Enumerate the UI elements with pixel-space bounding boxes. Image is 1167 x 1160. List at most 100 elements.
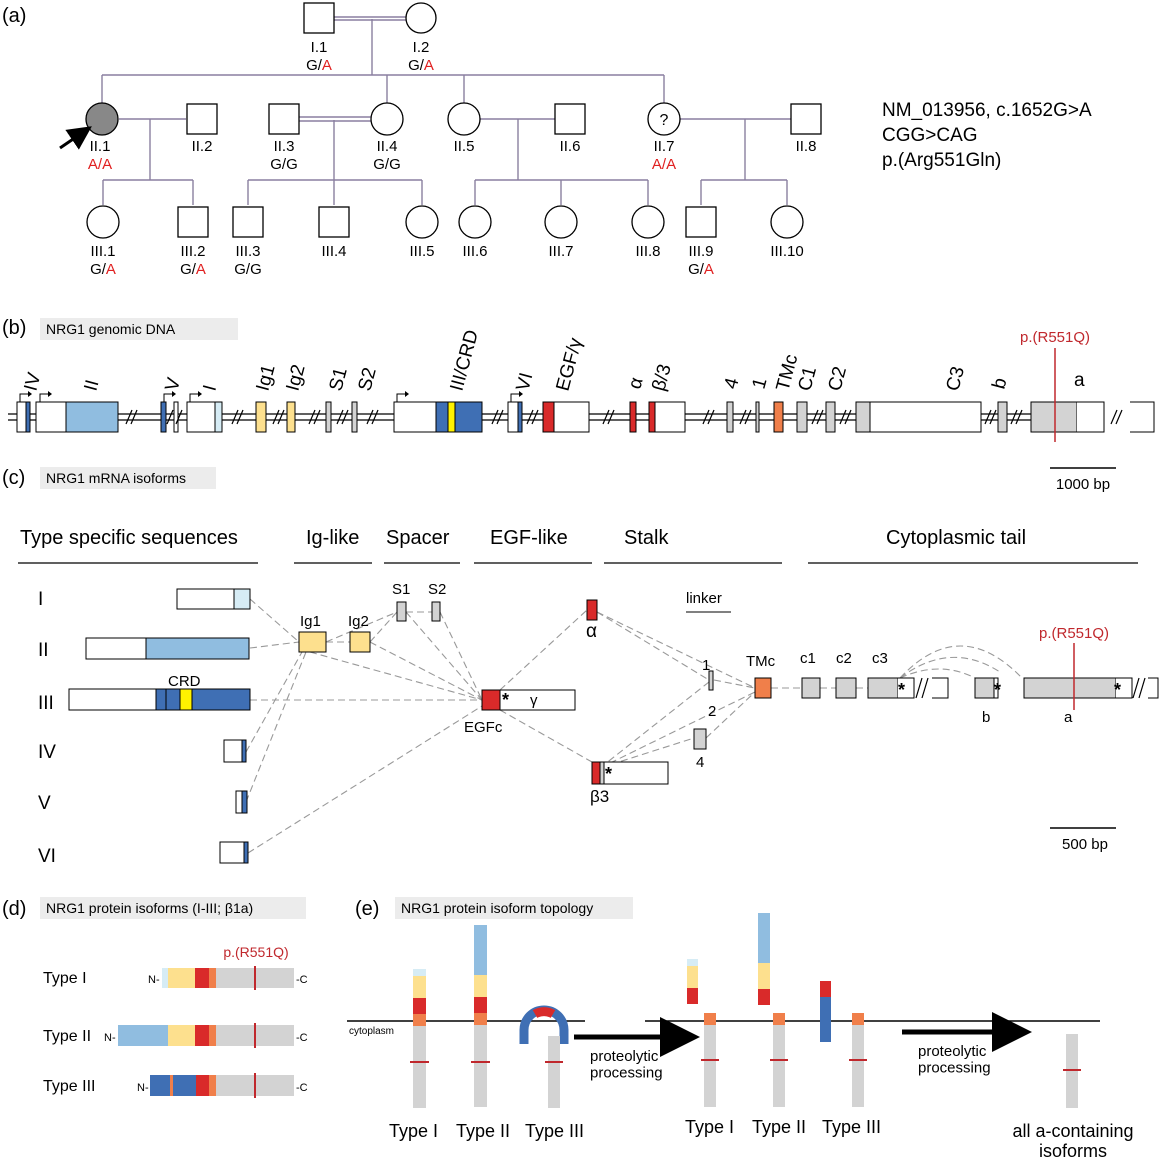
id-II8: II.8 xyxy=(796,138,817,155)
stalk-2-label: 2 xyxy=(708,703,716,720)
header-stalk: Stalk xyxy=(624,527,669,549)
male-symbol xyxy=(318,206,350,238)
stalk-4-label: 4 xyxy=(696,754,704,771)
gt-III2: G/A xyxy=(180,261,206,278)
splice-connections xyxy=(245,598,1023,854)
s2-label: S2 xyxy=(428,581,446,598)
exon-label-II: II xyxy=(81,378,104,394)
panel-c-label: (c) xyxy=(2,467,25,489)
b-star: * xyxy=(994,680,1001,700)
header-cytoplasmic: Cytoplasmic tail xyxy=(886,527,1026,549)
scale-label: 1000 bp xyxy=(1056,476,1110,493)
group-b-type-III: Type III xyxy=(822,1117,881,1137)
female-symbol xyxy=(544,205,578,239)
panel-e-topology: (e) NRG1 protein isoform topology cytopl… xyxy=(347,897,1134,1160)
gt-II3: G/G xyxy=(270,156,298,173)
id-III2: III.2 xyxy=(180,243,205,260)
gt-III3: G/G xyxy=(234,261,262,278)
break-gap xyxy=(1105,400,1129,434)
id-III5: III.5 xyxy=(409,243,434,260)
id-II7: II.7 xyxy=(654,138,675,155)
type-II-label: Type II xyxy=(43,1028,91,1045)
id-II4: II.4 xyxy=(377,138,398,155)
unknown-mark: ? xyxy=(660,112,669,129)
male-symbol xyxy=(790,103,822,135)
female-symbol xyxy=(405,205,439,239)
cyto-break-marks xyxy=(915,677,1146,699)
id-II6: II.6 xyxy=(560,138,581,155)
type-III-label: Type III xyxy=(43,1078,95,1095)
panel-e-label: (e) xyxy=(355,898,379,920)
type-III-c: -C xyxy=(296,1082,308,1094)
type-III-bar xyxy=(150,1073,294,1098)
panel-b-label: (b) xyxy=(2,317,26,339)
type-I-bar xyxy=(162,966,294,990)
gt-II7: A/A xyxy=(652,156,676,173)
header-egf-like: EGF-like xyxy=(490,527,568,549)
alpha-label: α xyxy=(586,621,597,642)
male-symbol xyxy=(232,206,264,238)
text-line: processing xyxy=(918,1060,991,1077)
type-label-II: II xyxy=(38,640,49,661)
id-III8: III.8 xyxy=(635,243,660,260)
panel-c-mrna: (c) NRG1 mRNA isoforms Type specific seq… xyxy=(2,467,1159,867)
type-II-n: N- xyxy=(104,1032,116,1044)
panel-c-title: NRG1 mRNA isoforms xyxy=(46,470,186,486)
type-III-n: N- xyxy=(137,1082,149,1094)
id-II5: II.5 xyxy=(454,138,475,155)
type-exons xyxy=(68,588,251,864)
panel-a-pedigree: (a) xyxy=(2,2,1092,278)
exon-label-4: 4 xyxy=(721,375,744,391)
exon-label-I: I xyxy=(200,383,222,394)
male-symbol xyxy=(177,206,209,238)
panel-e-title-bg xyxy=(395,897,633,919)
gt-III1: G/A xyxy=(90,261,116,278)
scale-label: 500 bp xyxy=(1062,836,1108,853)
female-symbol xyxy=(370,102,404,136)
exon-label-S1: S1 xyxy=(326,365,352,393)
gt-II1: A/A xyxy=(88,156,112,173)
promoter-arrowheads xyxy=(28,391,523,397)
break-marks xyxy=(125,409,1123,425)
type-I-c: -C xyxy=(296,974,308,986)
male-symbol xyxy=(685,206,717,238)
ig1-label: Ig1 xyxy=(300,613,321,630)
exon-label-Ig2: Ig2 xyxy=(283,362,310,393)
exon-label-EGF: EGF/γ xyxy=(553,335,587,393)
header-type-specific: Type specific sequences xyxy=(20,527,238,549)
topology-typeIII-processed xyxy=(820,981,867,1107)
cytoplasm-label: cytoplasm xyxy=(349,1026,394,1037)
unknown-female-symbol xyxy=(647,102,681,136)
type-I-label: Type I xyxy=(43,970,87,987)
text-line: processing xyxy=(590,1065,663,1082)
topology-labels: Type I Type II Type III Type I Type II T… xyxy=(389,1117,881,1141)
id-III1: III.1 xyxy=(90,243,115,260)
cyto-labels: c1 c2 c3 b a xyxy=(800,650,1073,726)
type-label-IV: IV xyxy=(38,742,56,763)
group-a-type-III: Type III xyxy=(525,1121,584,1141)
id-III9: III.9 xyxy=(688,243,713,260)
a-star: * xyxy=(1114,680,1121,700)
id-III3: III.3 xyxy=(235,243,260,260)
topology-typeII-full xyxy=(471,925,490,1107)
promoter-arrows xyxy=(19,393,519,402)
female-symbol xyxy=(86,205,120,239)
topology-a-isoform xyxy=(1063,1034,1081,1108)
female-symbol xyxy=(631,205,665,239)
genomic-exons xyxy=(16,401,1155,433)
panel-c-title-bg xyxy=(40,467,216,489)
ig2-label: Ig2 xyxy=(348,613,369,630)
exon-label-V: V xyxy=(162,375,186,393)
pedigree-lines xyxy=(101,16,791,205)
panel-b-title-bg xyxy=(40,318,238,340)
stalk-1-label: 1 xyxy=(702,657,710,674)
a-label: a xyxy=(1064,709,1073,726)
exon-label-III: III/CRD xyxy=(447,328,483,394)
exon-label-S2: S2 xyxy=(355,365,381,393)
crd-label: CRD xyxy=(168,673,201,690)
beta3-label: β3 xyxy=(590,787,609,806)
topology-typeI-full xyxy=(410,969,429,1108)
variant-label: p.(R551Q) xyxy=(1020,329,1090,346)
